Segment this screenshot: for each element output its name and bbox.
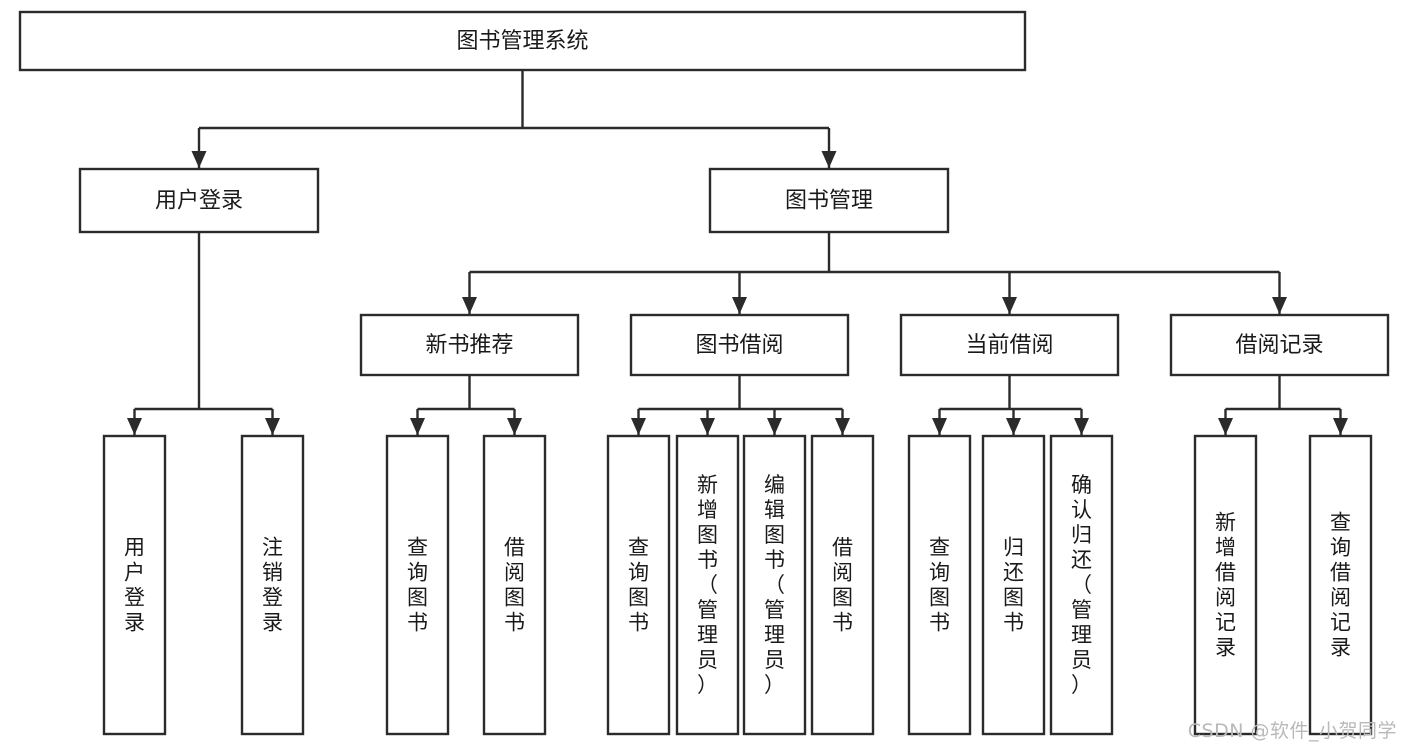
node-box-user-login <box>78 167 320 234</box>
arrow-head <box>507 418 522 435</box>
node-new-book-recommend[interactable]: 新书推荐 <box>359 313 580 377</box>
node-leaf-query-book-1[interactable]: 查询图书 <box>385 434 450 736</box>
node-box-leaf-logout <box>240 434 305 736</box>
node-leaf-add-record[interactable]: 新增借阅记录 <box>1193 434 1258 736</box>
node-box-current-borrow <box>899 313 1120 377</box>
node-box-leaf-query-book-2 <box>606 434 671 736</box>
arrow-head <box>1006 418 1021 435</box>
node-box-leaf-return-book <box>981 434 1046 736</box>
node-label-leaf-logout: 注销登录 <box>262 536 283 635</box>
connector-layer <box>127 70 1348 435</box>
node-root[interactable]: 图书管理系统 <box>18 10 1027 72</box>
node-box-leaf-borrow-book-2 <box>810 434 875 736</box>
node-user-login[interactable]: 用户登录 <box>78 167 320 234</box>
node-box-leaf-edit-book <box>742 434 807 736</box>
arrow-head <box>732 297 747 314</box>
arrow-head <box>821 151 837 168</box>
node-leaf-add-book[interactable]: 新增图书（管理员） <box>675 434 740 736</box>
node-label-leaf-edit-book: 编辑图书（管理员） <box>764 473 785 697</box>
arrow-head <box>127 418 142 435</box>
arrow-head <box>835 418 850 435</box>
node-box-new-book-recommend <box>359 313 580 377</box>
node-leaf-query-book-2[interactable]: 查询图书 <box>606 434 671 736</box>
node-box-leaf-add-book <box>675 434 740 736</box>
node-leaf-borrow-book-1[interactable]: 借阅图书 <box>482 434 547 736</box>
arrow-head <box>1333 418 1348 435</box>
watermark-text: CSDN @软件_小贺同学 <box>1187 720 1397 742</box>
node-leaf-query-book-3[interactable]: 查询图书 <box>907 434 972 736</box>
node-box-leaf-query-book-3 <box>907 434 972 736</box>
node-leaf-borrow-book-2[interactable]: 借阅图书 <box>810 434 875 736</box>
arrow-head <box>1218 418 1233 435</box>
node-label-book-management: 图书管理 <box>785 189 873 214</box>
node-box-leaf-query-book-1 <box>385 434 450 736</box>
arrow-head <box>1002 297 1017 314</box>
node-label-leaf-query-record: 查询借阅记录 <box>1330 511 1351 660</box>
node-label-leaf-borrow-book-1: 借阅图书 <box>504 536 525 635</box>
arrow-head <box>700 418 715 435</box>
node-label-root: 图书管理系统 <box>456 29 588 54</box>
node-leaf-edit-book[interactable]: 编辑图书（管理员） <box>742 434 807 736</box>
node-box-root <box>18 10 1027 72</box>
node-label-leaf-user-login: 用户登录 <box>124 536 145 635</box>
arrow-head <box>631 418 646 435</box>
arrow-head <box>191 151 207 168</box>
arrow-head <box>410 418 425 435</box>
node-label-leaf-query-book-2: 查询图书 <box>628 536 649 635</box>
node-leaf-query-record[interactable]: 查询借阅记录 <box>1308 434 1373 736</box>
node-label-leaf-borrow-book-2: 借阅图书 <box>832 536 853 635</box>
node-label-leaf-return-book: 归还图书 <box>1003 536 1024 635</box>
node-leaf-return-book[interactable]: 归还图书 <box>981 434 1046 736</box>
node-label-new-book-recommend: 新书推荐 <box>425 333 513 358</box>
node-box-leaf-user-login <box>102 434 167 736</box>
node-label-leaf-add-record: 新增借阅记录 <box>1215 511 1236 660</box>
node-leaf-logout[interactable]: 注销登录 <box>240 434 305 736</box>
arrow-head <box>265 418 280 435</box>
node-borrow-records[interactable]: 借阅记录 <box>1169 313 1390 377</box>
node-leaf-confirm-return[interactable]: 确认归还（管理员） <box>1049 434 1114 736</box>
node-book-management[interactable]: 图书管理 <box>708 167 950 234</box>
node-label-leaf-query-book-3: 查询图书 <box>929 536 950 635</box>
arrow-head <box>1074 418 1089 435</box>
node-box-leaf-confirm-return <box>1049 434 1114 736</box>
node-label-book-borrow: 图书借阅 <box>695 333 783 358</box>
node-box-book-management <box>708 167 950 234</box>
arrow-head <box>767 418 782 435</box>
node-box-borrow-records <box>1169 313 1390 377</box>
arrow-head <box>1272 297 1287 314</box>
node-label-leaf-add-book: 新增图书（管理员） <box>697 473 718 697</box>
node-label-leaf-confirm-return: 确认归还（管理员） <box>1071 473 1092 697</box>
node-box-book-borrow <box>629 313 850 377</box>
node-layer: 图书管理系统用户登录图书管理新书推荐图书借阅当前借阅借阅记录用户登录注销登录查询… <box>18 10 1390 736</box>
node-label-user-login: 用户登录 <box>155 189 243 214</box>
node-box-leaf-borrow-book-1 <box>482 434 547 736</box>
node-current-borrow[interactable]: 当前借阅 <box>899 313 1120 377</box>
node-box-leaf-query-record <box>1308 434 1373 736</box>
arrow-head <box>462 297 477 314</box>
arrow-head <box>932 418 947 435</box>
node-book-borrow[interactable]: 图书借阅 <box>629 313 850 377</box>
node-label-current-borrow: 当前借阅 <box>965 333 1053 358</box>
node-label-borrow-records: 借阅记录 <box>1235 333 1323 358</box>
node-label-leaf-query-book-1: 查询图书 <box>407 536 428 635</box>
node-box-leaf-add-record <box>1193 434 1258 736</box>
node-leaf-user-login[interactable]: 用户登录 <box>102 434 167 736</box>
